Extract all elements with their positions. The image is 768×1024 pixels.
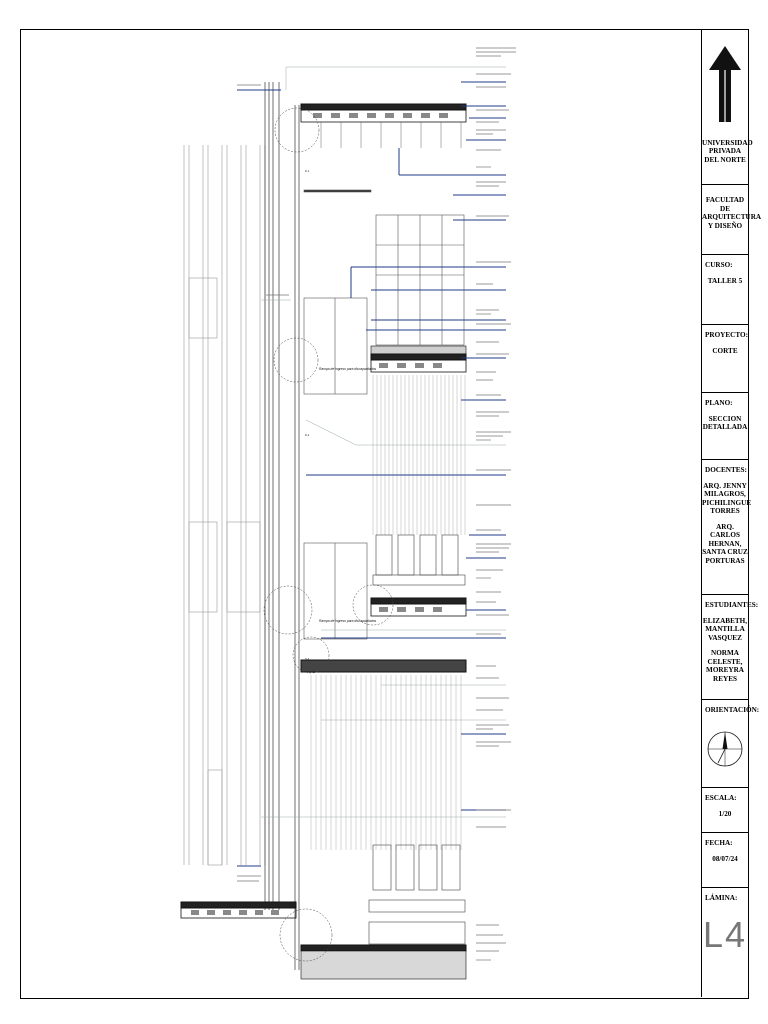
elevation-columns — [183, 145, 266, 866]
room-label-1: Rampa de ingreso para discapacitados — [319, 367, 377, 371]
plan-cell: PLANO: SECCION DETALLADA — [702, 393, 748, 460]
detail-mark-3: D-3 — [305, 657, 310, 661]
plan-label: PLANO: — [705, 399, 733, 407]
student-1: ELIZABETH, MANTILLA VASQUEZ — [702, 616, 748, 642]
scale-cell: ESCALA: 1/20 — [702, 788, 748, 833]
furniture — [368, 534, 466, 945]
scale-label: ESCALA: — [705, 794, 737, 802]
slab-blocks — [191, 113, 448, 915]
slat-zone-lower — [310, 675, 462, 850]
date-cell: FECHA: 08/07/24 — [702, 833, 748, 888]
students-cell: ESTUDIANTES: ELIZABETH, MANTILLA VASQUEZ… — [702, 595, 759, 700]
sheet-label: LÁMINA: — [705, 894, 738, 902]
windows — [303, 189, 465, 640]
project-label: PROYECTO: — [705, 331, 748, 339]
faculty-name: FACULTAD DE ARQUITECTURA Y DISEÑO — [702, 196, 762, 230]
slat-zone-upper — [372, 375, 466, 535]
detail-marks: D-1 D-2 D-3 — [305, 169, 310, 661]
scale-value: 1/20 — [718, 809, 732, 818]
teacher-2: ARQ. CARLOS HERNAN, SANTA CRUZ PORTURAS — [702, 522, 748, 565]
sheet-number-cell: LÁMINA: L4 — [702, 888, 748, 997]
orientation-label: ORIENTACIÓN: — [705, 706, 760, 714]
student-2: NORMA CELESTE, MOREYRA REYES — [706, 649, 744, 683]
orientation-cell: ORIENTACIÓN: — [702, 700, 760, 788]
compass-icon — [707, 731, 743, 766]
sheet-number: L4 — [702, 913, 748, 955]
teacher-1: ARQ. JENNY MILAGROS, PICHILINGUE TORRES — [702, 481, 752, 516]
course-cell: CURSO: TALLER 5 — [702, 255, 748, 325]
section-drawing: D-1 D-2 D-3 Rampa de ingreso para discap… — [180, 47, 516, 980]
teachers-label: DOCENTES: — [705, 466, 747, 474]
date-label: FECHA: — [705, 839, 733, 847]
gray-leaders — [261, 66, 506, 818]
joists — [320, 122, 462, 148]
annotation-leaders — [237, 81, 506, 867]
facade-wall — [264, 82, 300, 970]
detail-mark-2: D-2 — [305, 433, 310, 437]
plan-value: SECCION DETALLADA — [702, 414, 748, 432]
north-arrow-cell: UNIVERSIDAD PRIVADA DEL NORTE — [702, 30, 753, 185]
university-name: UNIVERSIDAD PRIVADA DEL NORTE — [702, 138, 753, 164]
annotation-notes — [237, 47, 516, 961]
course-label: CURSO: — [705, 261, 733, 269]
detail-circles — [263, 107, 394, 962]
slabs — [180, 103, 467, 980]
students-label: ESTUDIANTES: — [705, 601, 759, 609]
project-cell: PROYECTO: CORTE — [702, 325, 748, 393]
north-arrow-icon — [709, 46, 741, 122]
detail-mark-1: D-1 — [305, 169, 310, 173]
room-label-2: Rampa de ingreso para discapacitados — [319, 619, 377, 623]
project-value: CORTE — [712, 346, 738, 355]
teachers-cell: DOCENTES: ARQ. JENNY MILAGROS, PICHILING… — [702, 460, 752, 595]
faculty-cell: FACULTAD DE ARQUITECTURA Y DISEÑO — [702, 185, 762, 255]
drawing-sheet: D-1 D-2 D-3 Rampa de ingreso para discap… — [20, 29, 762, 999]
title-block: UNIVERSIDAD PRIVADA DEL NORTE FACULTAD D… — [701, 30, 762, 997]
date-value: 08/07/24 — [712, 854, 738, 863]
course-value: TALLER 5 — [707, 276, 743, 285]
